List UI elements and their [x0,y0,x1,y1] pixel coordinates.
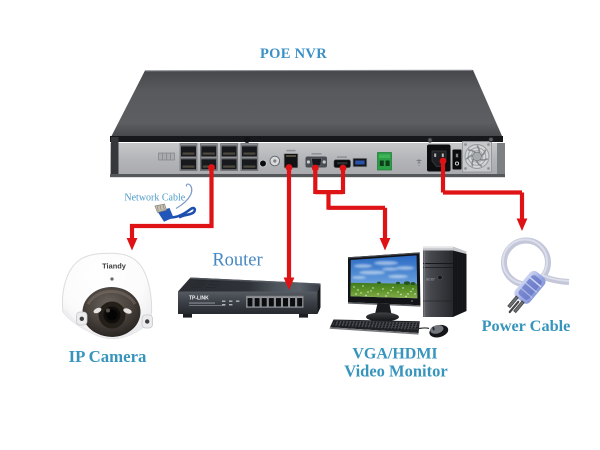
svg-text:acer: acer [426,277,435,282]
svg-text:POE NVR: POE NVR [260,46,327,62]
svg-text:Router: Router [212,250,262,270]
svg-text:VGA/HDMI: VGA/HDMI [352,346,437,363]
svg-text:Tiandy: Tiandy [102,262,127,271]
svg-text:Video Monitor: Video Monitor [344,362,447,381]
svg-text:IP Camera: IP Camera [69,347,147,366]
svg-text:Network Cable: Network Cable [124,193,185,204]
svg-text:Power Cable: Power Cable [482,316,571,335]
svg-text:TP-LINK: TP-LINK [189,296,209,302]
